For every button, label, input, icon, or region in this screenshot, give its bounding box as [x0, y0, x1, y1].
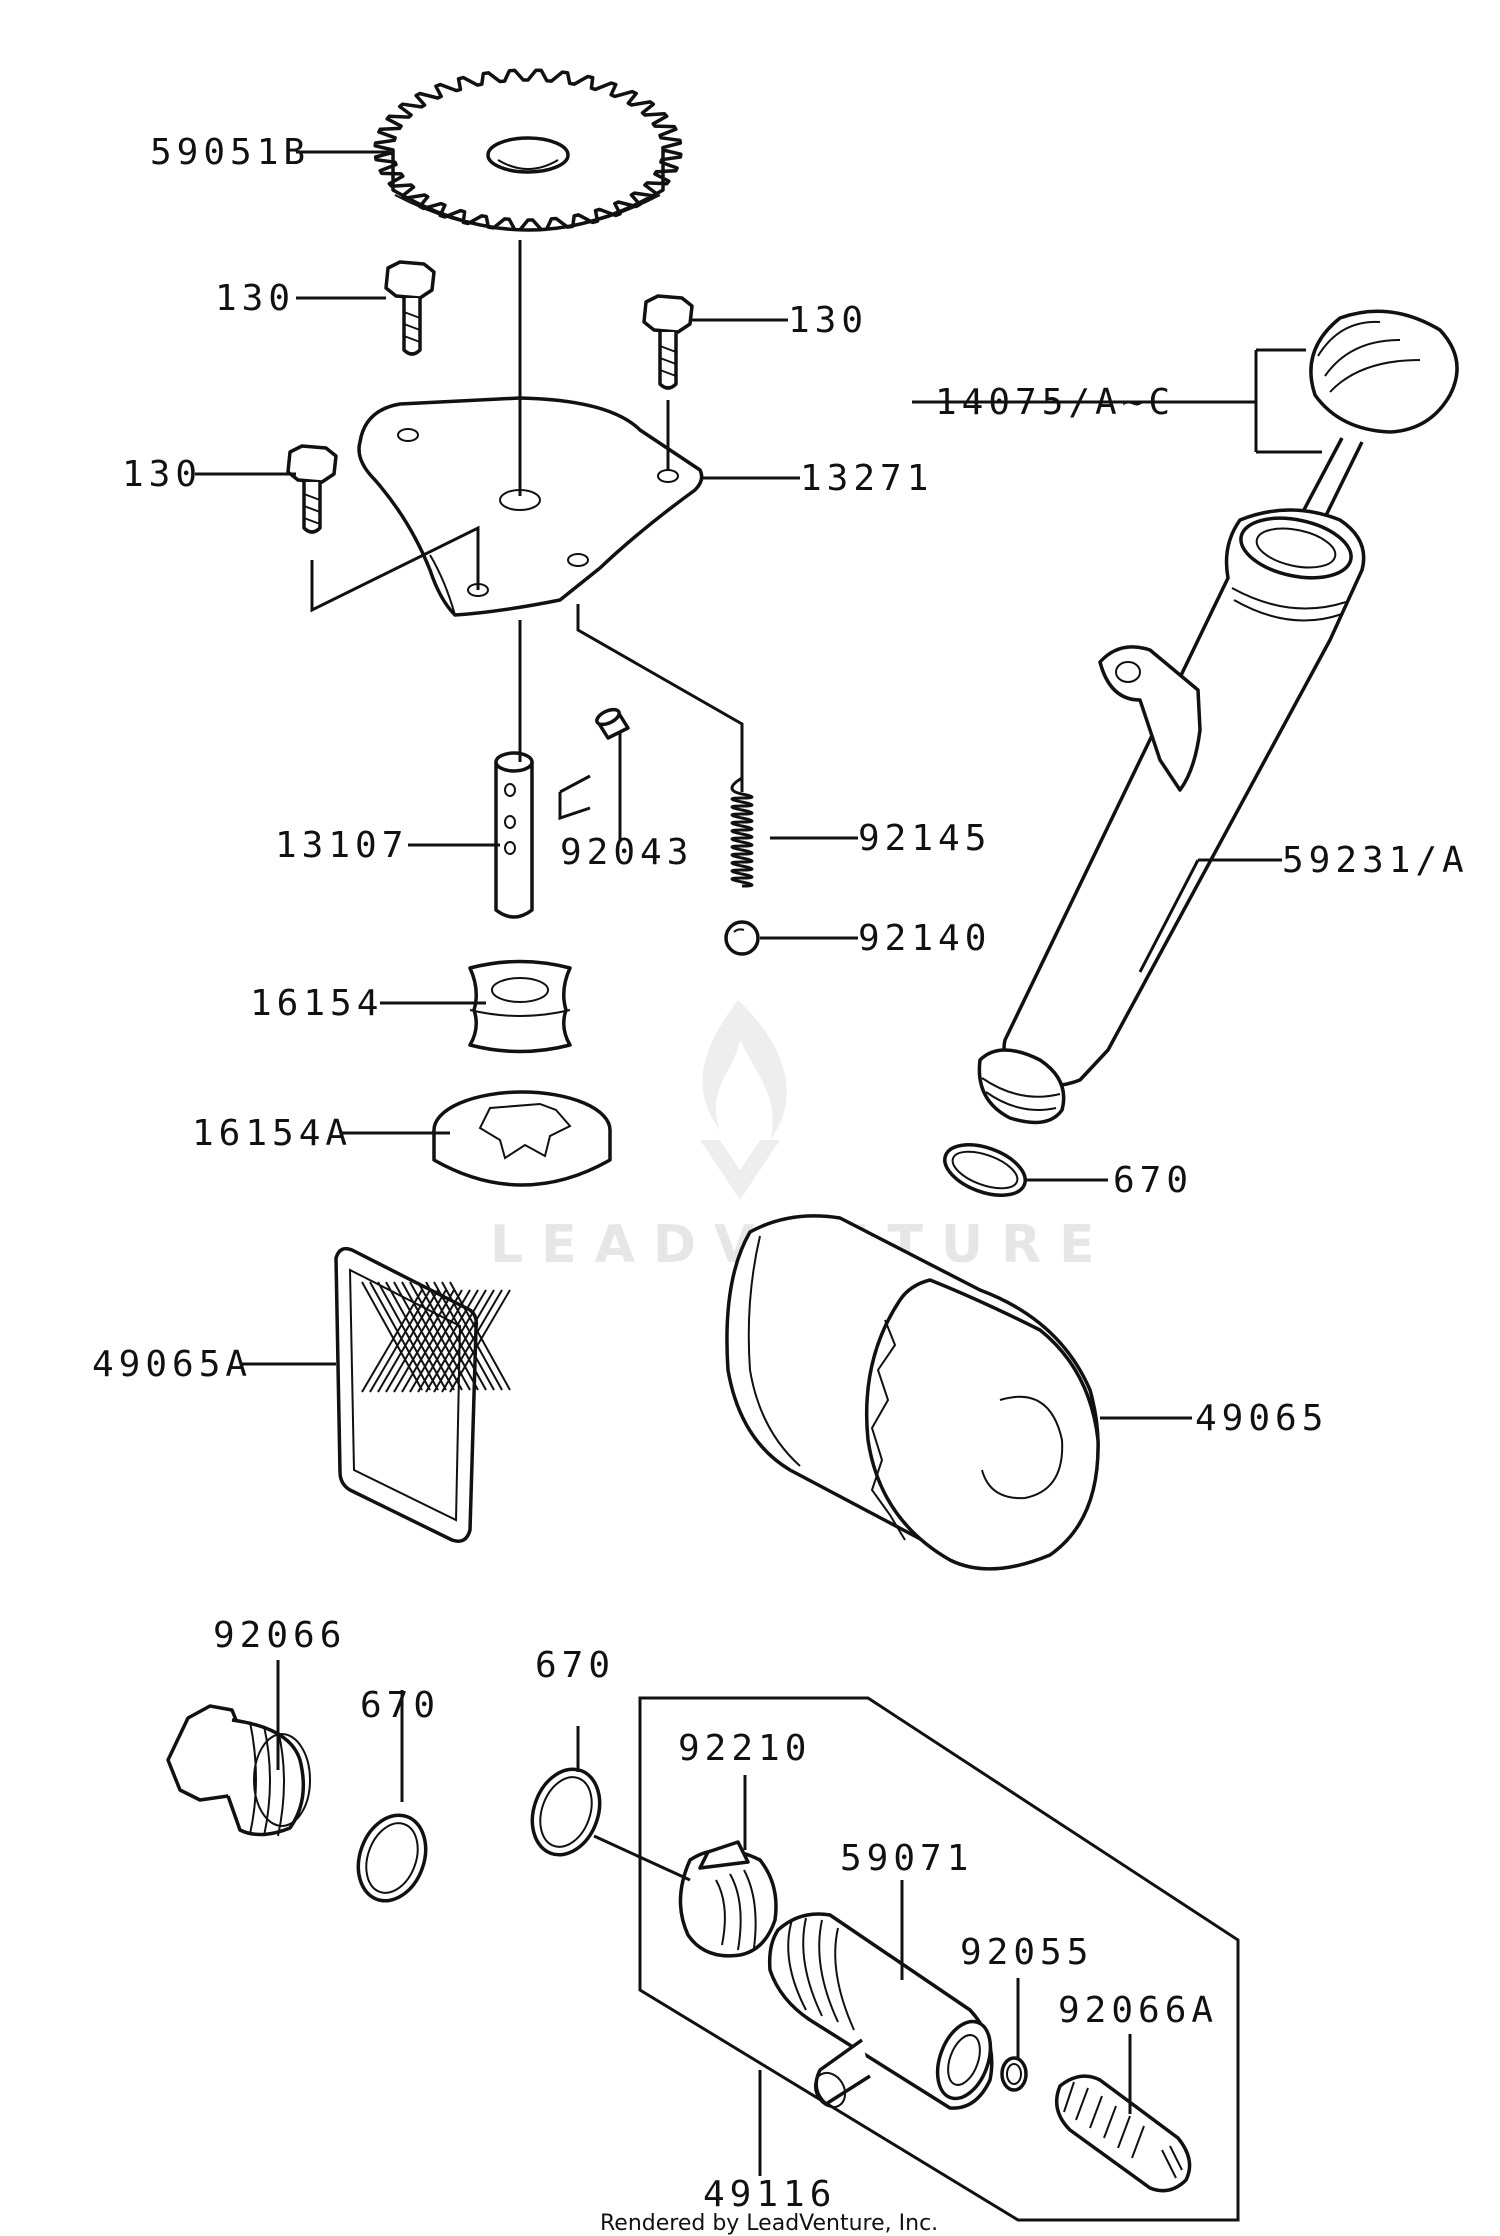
- ball-92140: [724, 920, 760, 956]
- assembly-49116-outline: [638, 1696, 1240, 2222]
- credit-text: Rendered by LeadVenture, Inc.: [600, 2211, 938, 2236]
- part-label-130-left[interactable]: 130: [122, 454, 202, 495]
- screen-49065A: [334, 1246, 511, 1543]
- spring-92145: [730, 776, 754, 888]
- part-label-670-left[interactable]: 670: [360, 1685, 440, 1726]
- drain-plug-92066: [166, 1704, 311, 1837]
- part-label-670-tube[interactable]: 670: [1113, 1160, 1193, 1201]
- part-label-13271[interactable]: 13271: [800, 458, 933, 499]
- plate-13271: [357, 396, 704, 617]
- part-label-16154[interactable]: 16154: [250, 983, 383, 1024]
- o-ring-670-tube: [943, 1143, 1027, 1197]
- nut-92210: [678, 1840, 778, 1958]
- oil-filter-49065: [725, 1214, 1100, 1571]
- part-label-670-mid[interactable]: 670: [535, 1645, 615, 1686]
- o-ring-670-mid: [530, 1767, 602, 1857]
- part-label-92055[interactable]: 92055: [960, 1932, 1093, 1973]
- part-label-14075[interactable]: 14075/A~C: [935, 382, 1175, 423]
- part-label-92066A[interactable]: 92066A: [1058, 1990, 1218, 2031]
- part-label-92210[interactable]: 92210: [678, 1728, 811, 1769]
- bolt-130-a: [384, 260, 436, 356]
- leader-lines: [195, 150, 1322, 2176]
- oil-tube-59231: [977, 508, 1366, 1125]
- o-ring-92055: [1000, 2056, 1028, 2092]
- gear-59051B: [373, 68, 683, 232]
- part-label-92043[interactable]: 92043: [560, 832, 693, 873]
- plug-92066A: [1054, 2074, 1192, 2193]
- part-label-59231[interactable]: 59231/A: [1282, 840, 1469, 881]
- part-label-130-top-right[interactable]: 130: [788, 300, 868, 341]
- mesh: [361, 1281, 511, 1393]
- bolt-130-b: [642, 294, 694, 390]
- part-label-92066[interactable]: 92066: [213, 1615, 346, 1656]
- dipstick-14075: [1286, 309, 1459, 550]
- outer-rotor-16154A: [432, 1090, 612, 1187]
- part-label-13107[interactable]: 13107: [275, 825, 408, 866]
- o-ring-670-left: [356, 1813, 428, 1903]
- part-label-92145[interactable]: 92145: [858, 818, 991, 859]
- part-label-59051B[interactable]: 59051B: [150, 132, 310, 173]
- part-label-16154A[interactable]: 16154A: [192, 1113, 352, 1154]
- shaft-13107: [494, 751, 534, 919]
- part-label-59071[interactable]: 59071: [840, 1838, 973, 1879]
- fitting-59071: [767, 1912, 994, 2110]
- part-label-49116[interactable]: 49116: [703, 2174, 836, 2215]
- pin-92043: [595, 707, 630, 740]
- inner-rotor-16154: [468, 959, 572, 1054]
- part-label-92140[interactable]: 92140: [858, 918, 991, 959]
- part-labels: 59051B 130 130 14075/A~C 130 13271 13107…: [92, 132, 1469, 2215]
- part-label-49065A[interactable]: 49065A: [92, 1344, 252, 1385]
- part-label-49065[interactable]: 49065: [1195, 1398, 1328, 1439]
- part-label-130-top-left[interactable]: 130: [215, 278, 295, 319]
- bolt-130-c: [286, 444, 338, 534]
